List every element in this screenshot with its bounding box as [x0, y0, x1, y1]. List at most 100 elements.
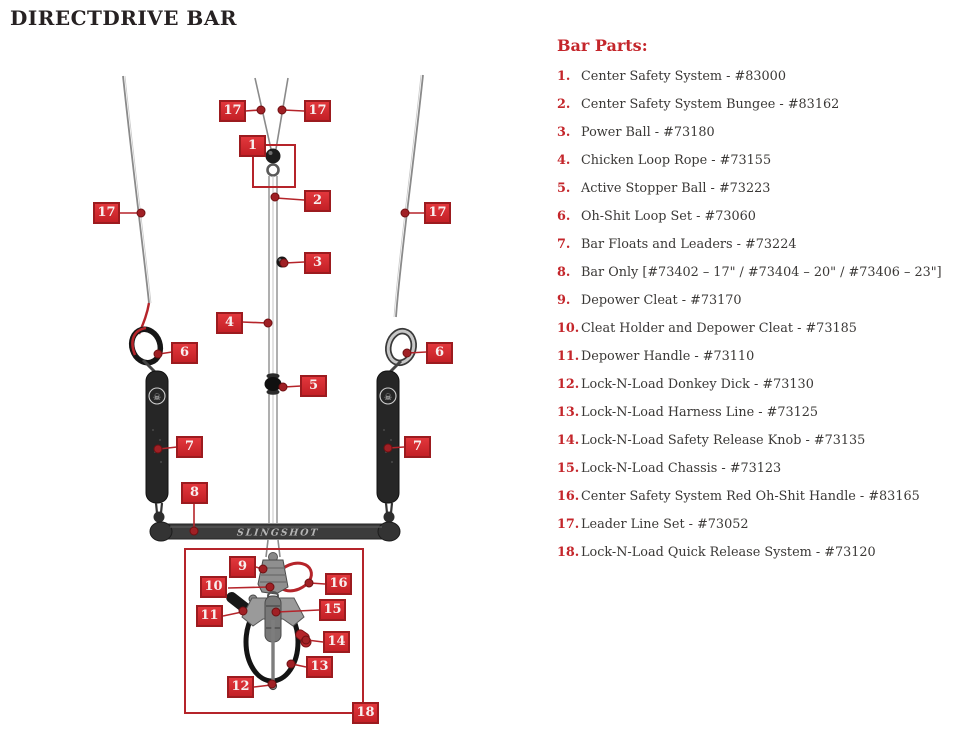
- part-label: Center Safety System Red Oh-Shit Handle …: [581, 489, 920, 504]
- part-item-6: 6. Oh-Shit Loop Set - #73060: [557, 209, 942, 237]
- part-item-17: 17.Leader Line Set - #73052: [557, 517, 942, 545]
- callout-5: 5: [300, 375, 327, 397]
- part-number: 2.: [557, 97, 571, 112]
- part-item-12: 12.Lock-N-Load Donkey Dick - #73130: [557, 377, 942, 405]
- callout-6-right: 6: [426, 342, 453, 364]
- part-label: Cleat Holder and Depower Cleat - #73185: [581, 321, 857, 336]
- part-number: 1.: [557, 69, 571, 84]
- left-float-logo: ☠: [153, 393, 161, 403]
- callout-12: 12: [227, 676, 254, 698]
- part-item-4: 4. Chicken Loop Rope - #73155: [557, 153, 942, 181]
- callout-dots: [136, 105, 412, 689]
- part-item-15: 15.Lock-N-Load Chassis - #73123: [557, 461, 942, 489]
- callout-17-top-right: 17: [304, 100, 331, 122]
- part-number: 7.: [557, 237, 571, 252]
- part-item-18: 18.Lock-N-Load Quick Release System - #7…: [557, 545, 942, 573]
- callout-17-top-left: 17: [219, 100, 246, 122]
- part-label: Power Ball - #73180: [581, 125, 715, 140]
- right-bar-float: ☠: [376, 370, 400, 504]
- part-label: Center Safety System - #83000: [581, 69, 786, 84]
- part-item-10: 10.Cleat Holder and Depower Cleat - #731…: [557, 321, 942, 349]
- callout-2: 2: [304, 190, 331, 212]
- part-number: 17.: [557, 517, 580, 532]
- part-item-14: 14.Lock-N-Load Safety Release Knob - #73…: [557, 433, 942, 461]
- callout-16: 16: [325, 573, 352, 595]
- callout-4: 4: [216, 312, 243, 334]
- part-label: Chicken Loop Rope - #73155: [581, 153, 772, 168]
- left-ring-connector: [141, 358, 157, 374]
- part-item-13: 13.Lock-N-Load Harness Line - #73125: [557, 405, 942, 433]
- callout-18: 18: [352, 702, 379, 724]
- center-safety-swivel: [265, 148, 281, 177]
- left-bar-end-knob: [153, 511, 165, 523]
- part-number: 4.: [557, 153, 571, 168]
- part-item-7: 7. Bar Floats and Leaders - #73224: [557, 237, 942, 265]
- part-label: Depower Cleat - #73170: [581, 293, 742, 308]
- part-item-8: 8. Bar Only [#73402 – 17" / #73404 – 20" …: [557, 265, 942, 293]
- part-number: 11.: [557, 349, 580, 364]
- float-posts: [154, 502, 394, 514]
- right-float-logo: ☠: [384, 393, 392, 403]
- part-label: Lock-N-Load Chassis - #73123: [581, 461, 782, 476]
- part1-outline-box: [252, 144, 296, 188]
- part-number: 8.: [557, 265, 571, 280]
- left-ring-red-rope: [131, 326, 147, 356]
- part-label: Bar Floats and Leaders - #73224: [581, 237, 797, 252]
- part-label: Leader Line Set - #73052: [581, 517, 749, 532]
- callout-15: 15: [319, 599, 346, 621]
- callout-7-right: 7: [404, 436, 431, 458]
- callout-17-far-left: 17: [93, 202, 120, 224]
- callout-1: 1: [239, 135, 266, 157]
- part-number: 6.: [557, 209, 571, 224]
- callout-leader-lines: [120, 109, 427, 688]
- part-number: 14.: [557, 433, 580, 448]
- right-oh-shit-loop: [385, 327, 417, 367]
- part-label: Active Stopper Ball - #73223: [581, 181, 771, 196]
- part-item-9: 9. Depower Cleat - #73170: [557, 293, 942, 321]
- callout-7-left: 7: [176, 436, 203, 458]
- part-item-11: 11.Depower Handle - #73110: [557, 349, 942, 377]
- bar-brand-text: SLINGSHOT: [236, 528, 319, 539]
- right-ring-connector: [388, 359, 403, 374]
- part-item-5: 5. Active Stopper Ball - #73223: [557, 181, 942, 209]
- part-label: Center Safety System Bungee - #83162: [581, 97, 840, 112]
- bar-diagram: ☠ ☠ S: [93, 74, 453, 724]
- callout-8: 8: [181, 482, 208, 504]
- callout-10: 10: [200, 576, 227, 598]
- part-number: 18.: [557, 545, 580, 560]
- callout-3: 3: [304, 252, 331, 274]
- part18-outline-box: [184, 548, 364, 714]
- part-label: Bar Only [#73402 – 17" / #73404 – 20" / …: [581, 265, 942, 280]
- part-item-2: 2. Center Safety System Bungee - #83162: [557, 97, 942, 125]
- part-label: Depower Handle - #73110: [581, 349, 755, 364]
- part-item-1: 1. Center Safety System - #83000: [557, 69, 942, 97]
- stopper-ball: [264, 373, 282, 395]
- part-number: 5.: [557, 181, 571, 196]
- right-bar-end-knob: [383, 511, 395, 523]
- part-number: 9.: [557, 293, 571, 308]
- part-item-3: 3. Power Ball - #73180: [557, 125, 942, 153]
- part-label: Lock-N-Load Quick Release System - #7312…: [581, 545, 876, 560]
- bar-diagram-illustration: ☠ ☠ S: [120, 74, 427, 714]
- left-bar-float: ☠: [145, 370, 169, 504]
- parts-list: 1. Center Safety System - #83000 2. Center…: [557, 69, 942, 573]
- part-number: 10.: [557, 321, 580, 336]
- center-ropes: [265, 176, 281, 558]
- parts-list-heading: Bar Parts:: [557, 36, 648, 55]
- page-title: DIRECTDRIVE BAR: [10, 6, 237, 30]
- part-number: 15.: [557, 461, 580, 476]
- part-number: 3.: [557, 125, 571, 140]
- callout-11: 11: [196, 605, 223, 627]
- part-number: 12.: [557, 377, 580, 392]
- callout-6-left: 6: [171, 342, 198, 364]
- part-label: Lock-N-Load Harness Line - #73125: [581, 405, 819, 420]
- parts-list-panel: Bar Parts: 1. Center Safety System - #830…: [557, 36, 942, 573]
- part-label: Oh-Shit Loop Set - #73060: [581, 209, 756, 224]
- callout-9: 9: [229, 556, 256, 578]
- part-number: 16.: [557, 489, 580, 504]
- part-item-16: 16.Center Safety System Red Oh-Shit Hand…: [557, 489, 942, 517]
- callout-13: 13: [306, 656, 333, 678]
- part-number: 13.: [557, 405, 580, 420]
- part-label: Lock-N-Load Safety Release Knob - #73135: [581, 433, 866, 448]
